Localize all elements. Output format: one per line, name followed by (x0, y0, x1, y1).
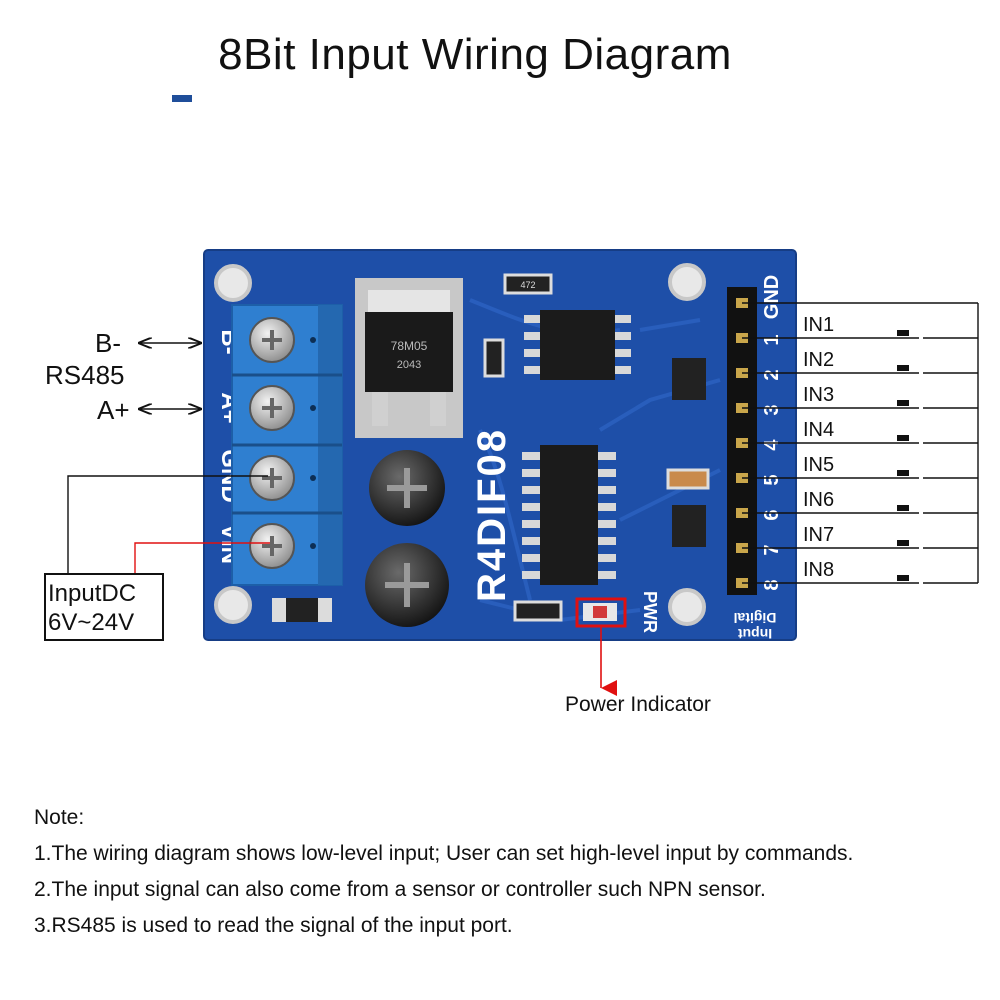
pin-number-labels: GND 1 2 3 4 5 6 7 8 (761, 275, 783, 591)
input-line-in7: IN7 (742, 524, 978, 549)
electrolytic-capacitors (365, 450, 449, 627)
input-dc-voltage: 6V~24V (48, 609, 134, 636)
svg-text:4: 4 (761, 439, 783, 451)
svg-text:3: 3 (761, 404, 783, 415)
mounting-holes (214, 263, 706, 626)
regulator-marking: 78M05 (391, 339, 428, 353)
power-input-wiring: InputDC 6V~24V (44, 475, 270, 641)
note-item-1: 1.The wiring diagram shows low-level inp… (34, 842, 854, 865)
a-plus-label: A+ (97, 395, 130, 425)
power-indicator-callout: Power Indicator (565, 627, 711, 716)
title-decoration (172, 95, 192, 102)
pin-header (727, 287, 757, 595)
in4-label: IN4 (803, 419, 834, 441)
in5-label: IN5 (803, 454, 834, 476)
screw-a-plus (249, 385, 295, 431)
smd-diode (272, 598, 332, 622)
input-line-in6: IN6 (742, 489, 978, 514)
input-dc-label: InputDC (48, 580, 136, 607)
input-silk: Input (738, 626, 773, 642)
screw-b-minus (249, 317, 295, 363)
in1-label: IN1 (803, 314, 834, 336)
notes-heading: Note: (34, 806, 85, 829)
smd-resistors: 472 (483, 273, 710, 622)
svg-text:5: 5 (761, 474, 783, 485)
in2-label: IN2 (803, 349, 834, 371)
input-line-in8: IN8 (742, 559, 978, 584)
pwr-silk: PWR (640, 591, 660, 633)
svg-text:GND: GND (761, 275, 783, 319)
power-led-highlight (575, 597, 627, 628)
input-line-in2: IN2 (742, 349, 978, 374)
input-line-in5: IN5 (742, 454, 978, 479)
power-led (575, 597, 627, 628)
svg-text:8: 8 (761, 579, 783, 590)
ic-chip-small (524, 310, 631, 380)
rs485-connections: B- RS485 A+ (45, 328, 202, 425)
svg-text:6: 6 (761, 509, 783, 520)
svg-text:2: 2 (761, 369, 783, 380)
svg-text:472: 472 (520, 280, 535, 290)
resistor-arrays (672, 358, 706, 547)
digital-silk: Digital (734, 610, 777, 626)
in8-label: IN8 (803, 559, 834, 581)
b-minus-label: B- (95, 328, 121, 358)
gnd-wire (67, 475, 268, 574)
input-line-in4: IN4 (742, 419, 978, 444)
power-indicator-label: Power Indicator (565, 693, 711, 716)
in6-label: IN6 (803, 489, 834, 511)
input-line-in3: IN3 (742, 384, 978, 409)
board-model: R4DIF08 (470, 428, 514, 602)
screw-gnd (249, 455, 295, 501)
in7-label: IN7 (803, 524, 834, 546)
note-item-3: 3.RS485 is used to read the signal of th… (34, 914, 513, 937)
diagram-title: 8Bit Input Wiring Diagram (218, 30, 732, 79)
ic-chip-large (522, 445, 616, 585)
screw-terminal-block (231, 304, 343, 586)
screw-vin (249, 523, 295, 569)
vin-wire (134, 542, 270, 574)
rs485-label: RS485 (45, 360, 125, 390)
regulator-date: 2043 (397, 359, 421, 371)
svg-text:7: 7 (761, 544, 783, 555)
in3-label: IN3 (803, 384, 834, 406)
notes-section: Note: 1.The wiring diagram shows low-lev… (34, 800, 984, 944)
note-item-2: 2.The input signal can also come from a … (34, 878, 766, 901)
svg-text:1: 1 (761, 334, 783, 345)
input-dc-box (44, 573, 164, 641)
input-switch-wiring: IN1 IN2 IN3 IN4 IN5 (742, 302, 979, 584)
input-line-in1: IN1 (742, 314, 978, 339)
voltage-regulator: 78M05 2043 (355, 278, 463, 438)
